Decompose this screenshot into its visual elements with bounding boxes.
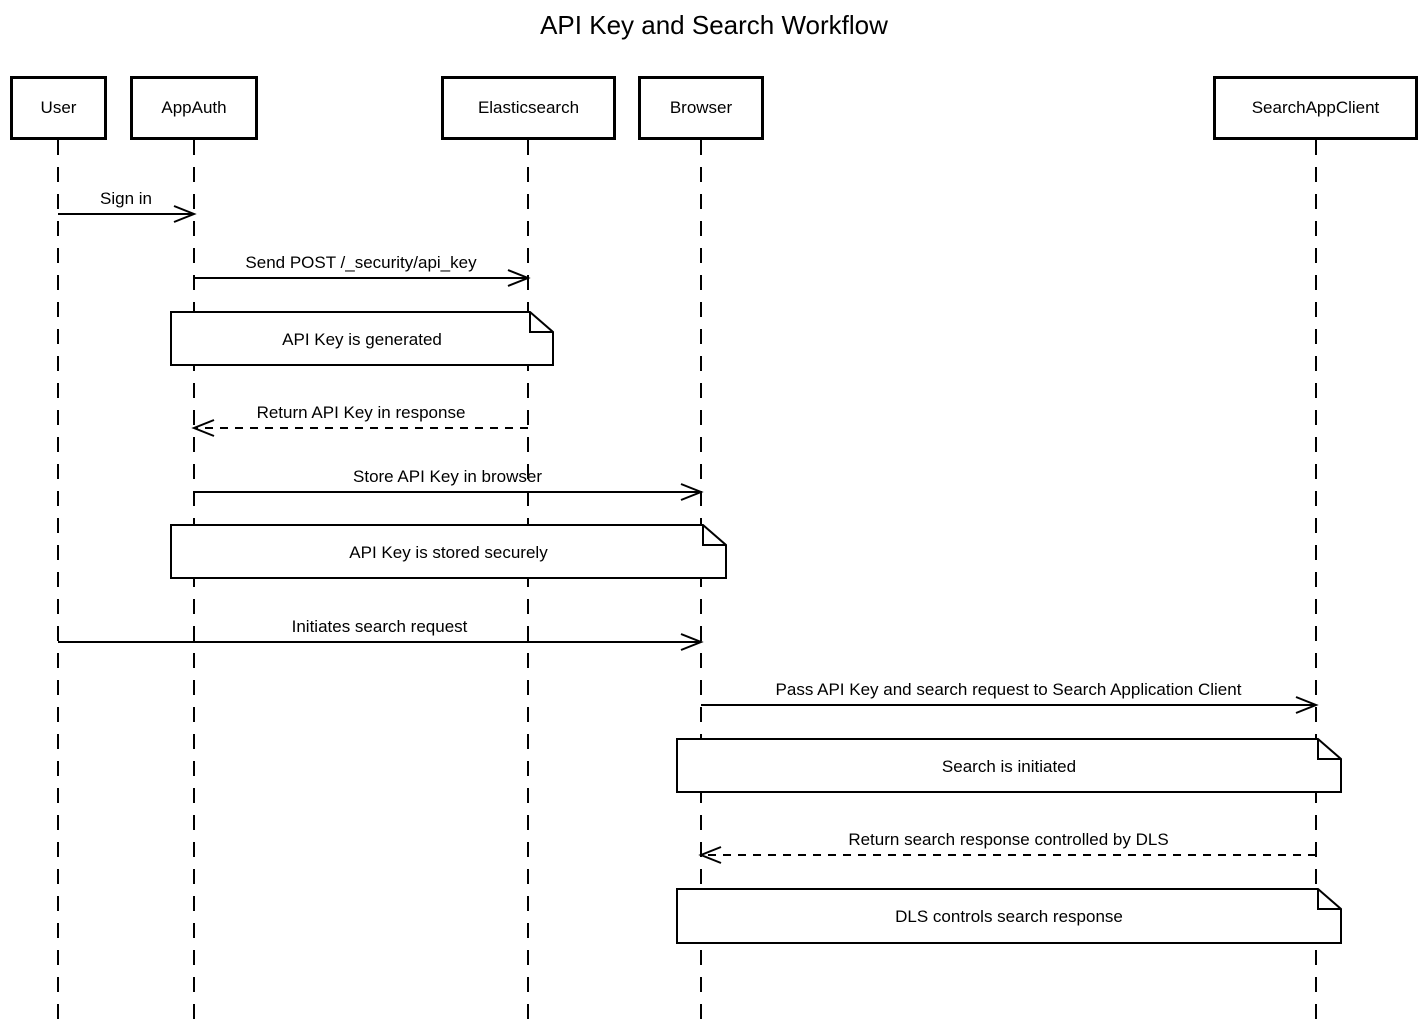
- note-shape: [676, 888, 1342, 944]
- message-label: Pass API Key and search request to Searc…: [775, 680, 1242, 699]
- message-label: Initiates search request: [291, 617, 468, 636]
- actor-label: SearchAppClient: [1251, 98, 1380, 117]
- actor-label: Browser: [669, 98, 733, 117]
- message-arrowhead: [191, 419, 215, 437]
- message-arrowhead: [680, 633, 704, 651]
- note-shape: [170, 311, 554, 366]
- message-arrowhead: [698, 846, 722, 864]
- message-arrowhead: [173, 205, 197, 223]
- note-shape: [170, 524, 727, 579]
- note-label: API Key is stored securely: [349, 542, 548, 562]
- diagram-title: API Key and Search Workflow: [540, 10, 888, 40]
- note-fold: [702, 525, 726, 546]
- message-arrowhead: [680, 483, 704, 501]
- note-fold: [529, 312, 553, 333]
- actor-browser: Browser: [638, 76, 764, 140]
- note-label: API Key is generated: [282, 329, 442, 349]
- note-fold: [1317, 739, 1341, 760]
- actor-label: Elasticsearch: [477, 98, 580, 117]
- message-arrowhead: [507, 269, 531, 287]
- message-label: Sign in: [100, 189, 152, 208]
- actor-elasticsearch: Elasticsearch: [441, 76, 616, 140]
- actor-user: User: [10, 76, 107, 140]
- actor-label: User: [40, 98, 77, 117]
- note-fold: [1317, 889, 1341, 910]
- message-label: Return API Key in response: [256, 403, 466, 422]
- message-label: Send POST /_security/api_key: [245, 253, 477, 272]
- message-arrowhead: [1295, 696, 1319, 714]
- actor-searchappclient: SearchAppClient: [1213, 76, 1418, 140]
- note-label: Search is initiated: [941, 756, 1077, 776]
- actor-label: AppAuth: [161, 98, 227, 117]
- message-label: Return search response controlled by DLS: [848, 830, 1169, 849]
- message-label: Store API Key in browser: [353, 467, 542, 486]
- note-label: DLS controls search response: [895, 907, 1123, 926]
- note-shape: [676, 738, 1342, 793]
- actor-appauth: AppAuth: [130, 76, 258, 140]
